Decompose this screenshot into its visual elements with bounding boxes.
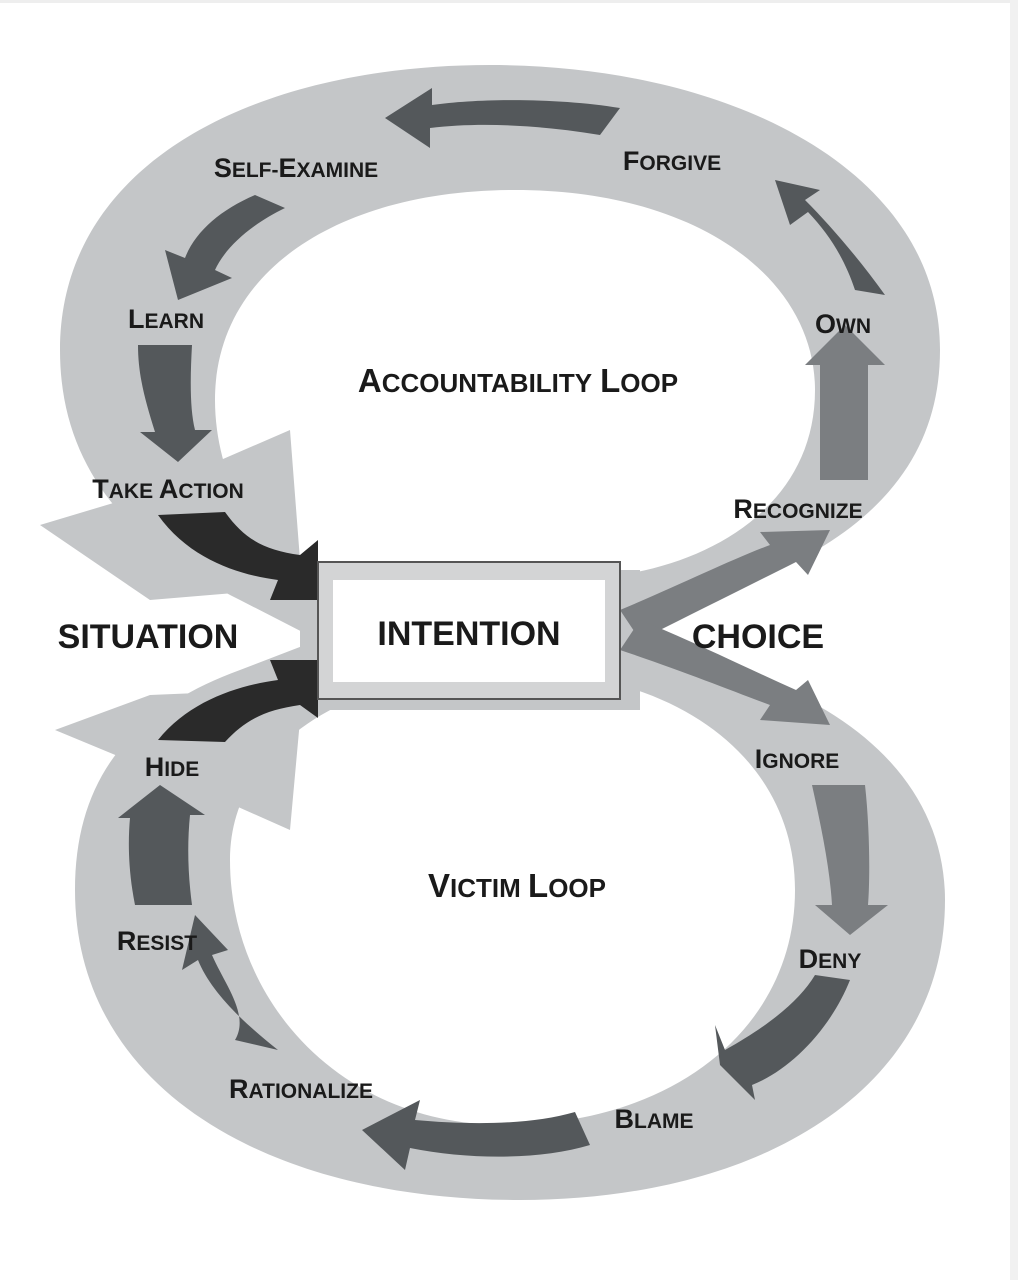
arrow-take-action-to-intention (158, 512, 318, 600)
arrow-deny-to-blame (715, 975, 850, 1100)
intention-label: INTENTION (377, 615, 560, 653)
step-take-action: TAKE ACTION (92, 474, 244, 504)
arrow-rationalize-to-resist (182, 915, 278, 1050)
step-deny: DENY (799, 944, 862, 974)
step-hide: HIDE (145, 752, 200, 782)
arrow-forgive-to-self-examine (385, 88, 620, 148)
step-self-examine: SELF-EXAMINE (214, 153, 378, 183)
arrow-ignore-to-deny (812, 785, 888, 935)
step-recognize: RECOGNIZE (733, 494, 862, 524)
arrow-learn-to-take-action (138, 345, 212, 462)
step-forgive: FORGIVE (623, 146, 721, 176)
labels: INTENTION SITUATION CHOICE ACCOUNTABILIT… (58, 146, 871, 1134)
arrow-blame-to-rationalize (362, 1100, 590, 1170)
arrow-hide-to-intention (158, 660, 318, 742)
arrow-self-examine-to-learn (165, 195, 285, 300)
victim-loop-title: VICTIM LOOP (428, 867, 606, 904)
intention-box-inner (333, 580, 605, 682)
arrow-choice-to-recognize (620, 530, 830, 640)
arrow-resist-to-hide (118, 785, 205, 905)
step-ignore: IGNORE (755, 744, 840, 774)
accountability-arrows (138, 88, 885, 640)
step-blame: BLAME (615, 1104, 694, 1134)
top-border (0, 0, 1018, 3)
step-own: OWN (815, 309, 871, 339)
arrow-choice-to-ignore (620, 620, 830, 725)
step-learn: LEARN (128, 304, 204, 334)
step-rationalize: RATIONALIZE (229, 1074, 373, 1104)
choice-label: CHOICE (692, 618, 824, 656)
situation-label: SITUATION (58, 618, 239, 656)
victim-arrows (118, 620, 888, 1170)
step-resist: RESIST (117, 926, 197, 956)
right-border (1010, 0, 1018, 1280)
arrow-own-to-forgive (775, 180, 885, 295)
arrow-recognize-to-own (805, 325, 885, 480)
intention-box (317, 561, 621, 700)
